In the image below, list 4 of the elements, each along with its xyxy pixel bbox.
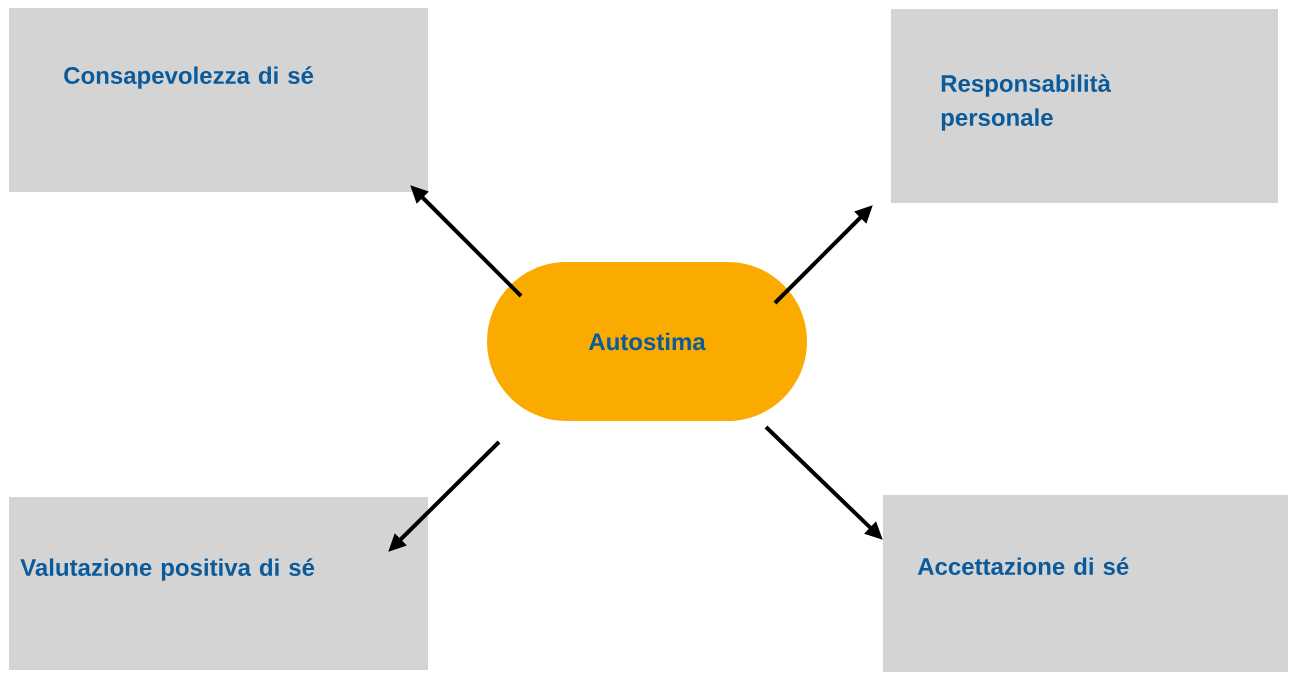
text-box: Valutazione positiva di sé (9, 497, 428, 670)
text-box: Responsabilità personale (891, 9, 1278, 203)
text-box: Accettazione di sé (883, 495, 1288, 672)
text-box: Consapevolezza di sé (9, 8, 428, 192)
